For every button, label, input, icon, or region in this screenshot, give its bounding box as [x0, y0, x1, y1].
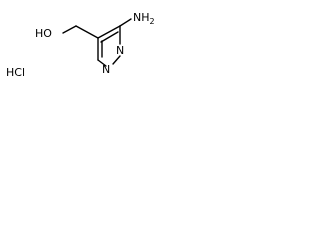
bond-c4-ch2	[75, 25, 99, 39]
ring-nitrogen-top: N	[116, 44, 124, 57]
bond-c2-n3	[97, 59, 107, 67]
amine-label: NH2	[133, 11, 155, 26]
bond-n1-c2-a	[112, 55, 121, 65]
chemical-structure-diagram: HO NH2 N N HCl	[6, 11, 155, 79]
bond-c5-c6-double-outer	[100, 31, 119, 43]
ring-nitrogen-bottom: N	[102, 63, 110, 76]
substituent-bonds	[62, 18, 132, 39]
hydrochloride-salt-label: HCl	[6, 66, 25, 79]
amine-label-main: NH	[133, 11, 150, 24]
hydroxyl-label: HO	[35, 27, 52, 40]
bond-ch2-o	[62, 25, 77, 34]
ring-bonds	[97, 25, 121, 67]
amine-label-subscript: 2	[150, 17, 155, 26]
bond-c6-nh2	[119, 18, 132, 27]
bond-c4-c5	[97, 25, 121, 39]
